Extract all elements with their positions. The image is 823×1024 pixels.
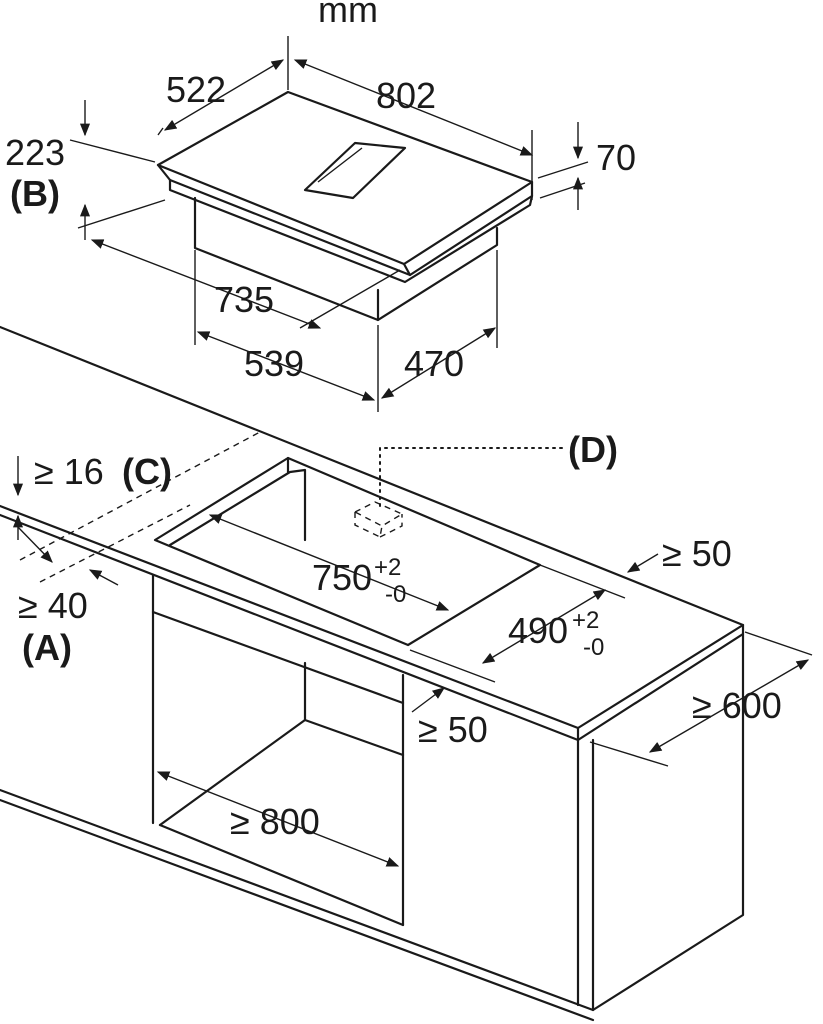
cutout-depth-tol-minus: -0	[583, 634, 604, 661]
hob-depth-label: 522	[166, 69, 226, 110]
depth-below-label: 223	[5, 132, 65, 173]
cutout-width-tol-plus: +2	[374, 554, 401, 581]
unit-label: mm	[318, 0, 378, 30]
rear-edge-label: ≥ 50	[662, 533, 732, 574]
cutout-depth-label: 490	[508, 610, 568, 651]
hob-height-label: 70	[596, 137, 636, 178]
cutout-width-label: 750	[312, 557, 372, 598]
top-thickness-label: ≥ 16	[34, 451, 104, 492]
cutout-dimensions	[12, 456, 813, 867]
cabinet-width-label: ≥ 800	[230, 801, 320, 842]
labels: mm 522 802 70 223 (B) 735 539 470 (D) ≥ …	[5, 0, 782, 842]
cutout-depth-tol-plus: +2	[572, 607, 599, 634]
ref-d-label: (D)	[568, 429, 618, 470]
front-edge-label: ≥ 40	[18, 585, 88, 626]
side-clearance-label: ≥ 50	[418, 709, 488, 750]
ref-b-label: (B)	[10, 173, 60, 214]
body-front-label: 539	[244, 343, 304, 384]
cabinet-drawing	[0, 325, 745, 1022]
hob-dimensions	[69, 36, 589, 412]
body-width-label: 735	[214, 279, 274, 320]
body-depth-label: 470	[404, 343, 464, 384]
hob-width-label: 802	[376, 75, 436, 116]
ref-a-label: (A)	[22, 627, 72, 668]
cutout-width-tol-minus: -0	[385, 581, 406, 608]
ref-c-label: (C)	[122, 451, 172, 492]
worktop-depth-label: ≥ 600	[692, 685, 782, 726]
